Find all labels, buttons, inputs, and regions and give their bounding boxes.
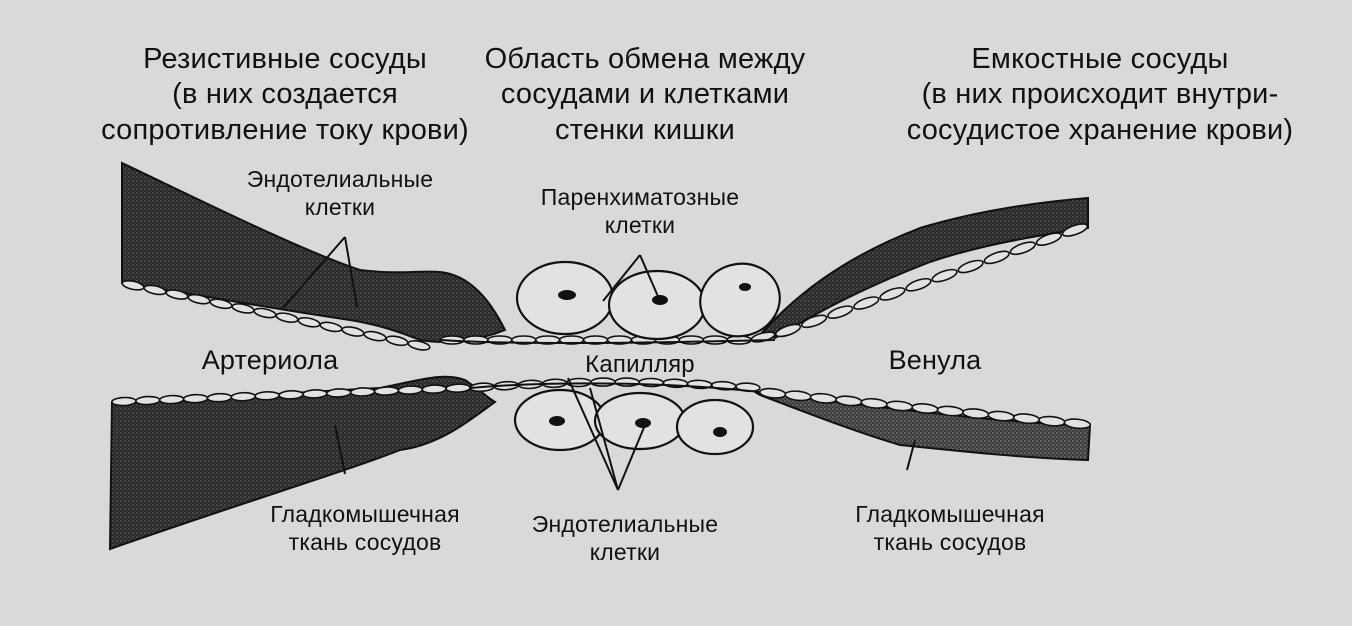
- endothelial-cell: [279, 390, 303, 399]
- capillary-label: Капилляр: [555, 350, 725, 379]
- endothelial-cell: [231, 392, 255, 401]
- endothelial-cell: [446, 384, 470, 393]
- endothelial-cell: [905, 276, 933, 293]
- endothelial-cell: [983, 249, 1011, 266]
- endothelial-cell: [319, 321, 342, 333]
- endothelial-cell: [160, 395, 184, 404]
- endothelial-cell: [341, 325, 364, 337]
- exchange-area-label: Область обмена между сосудами и клетками…: [445, 42, 845, 148]
- endothelial-cell: [703, 336, 727, 344]
- smooth-muscle-left-label: Гладкомышечная ткань сосудов: [225, 500, 505, 556]
- endothelial-cell: [853, 295, 881, 312]
- endothelial-cell: [374, 387, 398, 396]
- endothelial-cell: [385, 335, 408, 347]
- cell: [609, 271, 705, 339]
- endothelial-cell: [879, 285, 907, 302]
- endothelial-cell: [957, 258, 985, 275]
- venule-upper-wall: [760, 198, 1088, 338]
- endothelial-cell: [112, 397, 136, 406]
- endothelial-cell: [422, 385, 446, 394]
- endothelial-cells-top-label: Эндотелиальные клетки: [190, 165, 490, 221]
- endothelial-cell: [398, 386, 422, 395]
- parenchymal-cells-label: Паренхиматозные клетки: [490, 183, 790, 239]
- endothelial-cell: [183, 394, 207, 403]
- endothelial-cell: [255, 391, 279, 400]
- endothelial-cell: [207, 393, 231, 402]
- capacitive-vessels-label: Емкостные сосуды (в них происходит внутр…: [860, 42, 1340, 148]
- endothelial-cell: [275, 311, 298, 323]
- endothelial-cell: [931, 267, 959, 284]
- cell: [677, 400, 753, 454]
- resistive-vessels-label: Резистивные сосуды (в них создается сопр…: [60, 42, 510, 148]
- venule-lower-wall: [755, 392, 1090, 460]
- arteriole-label: Артериола: [170, 345, 370, 377]
- endothelial-cell: [136, 396, 160, 405]
- endothelial-cell: [297, 316, 320, 328]
- endothelial-cell: [327, 388, 351, 397]
- endothelial-cell: [363, 330, 386, 342]
- endothelial-cells-bottom-label: Эндотелиальные клетки: [485, 510, 765, 566]
- venule-label: Венула: [850, 345, 1020, 377]
- endothelial-cell: [1009, 240, 1037, 257]
- smooth-muscle-right-label: Гладкомышечная ткань сосудов: [810, 500, 1090, 556]
- endothelial-cell: [350, 387, 374, 396]
- endothelial-cell: [303, 389, 327, 398]
